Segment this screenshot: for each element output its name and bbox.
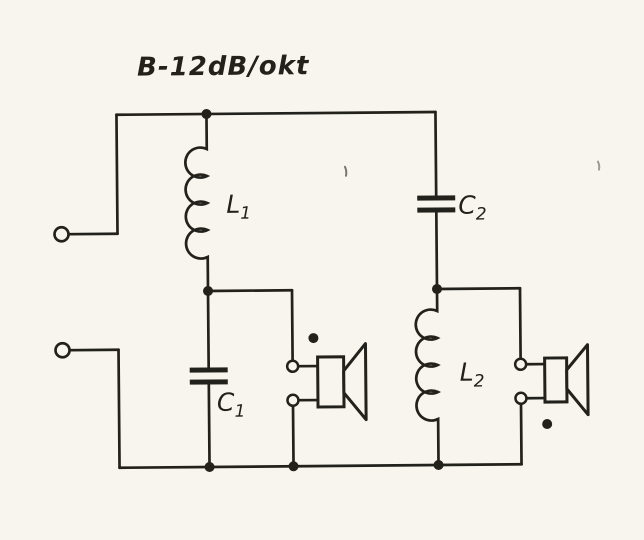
speaker-woofer xyxy=(285,333,368,422)
junction-dot xyxy=(203,285,214,296)
inductor-l2-coil xyxy=(414,287,442,467)
capacitor-c1: C1 xyxy=(189,367,246,422)
wire-woofer-branch-horizontal xyxy=(206,288,294,293)
diagram-title: B-12dB/okt xyxy=(137,51,310,83)
junction-dot xyxy=(431,283,442,294)
junction-dot xyxy=(204,461,215,472)
speaker-tweeter-terminal-bottom xyxy=(514,391,528,406)
polarity-dot-woofer xyxy=(308,333,319,344)
wire-left-vertical-top xyxy=(115,113,119,236)
wires xyxy=(67,110,547,470)
wire-c1-bottom-stub xyxy=(207,383,211,469)
capacitor-c1-label: C1 xyxy=(217,388,246,422)
capacitor-c2-label: C2 xyxy=(458,191,487,225)
inductor-l1-label: L1 xyxy=(226,190,251,224)
junction-dot xyxy=(433,459,444,470)
speaker-woofer-terminal-bottom xyxy=(286,393,300,408)
speaker-tweeter-cone xyxy=(565,343,590,417)
wire-tweeter-branch-horizontal xyxy=(435,286,522,291)
speaker-woofer-driver xyxy=(316,355,346,409)
inductor-l1-coil xyxy=(184,112,211,293)
wire-woofer-hot-drop xyxy=(290,288,294,363)
inductor-l2-label: L2 xyxy=(460,358,485,392)
wire-tweeter-hot-drop xyxy=(518,286,522,361)
speaker-woofer-cone xyxy=(342,342,368,422)
paper-specks xyxy=(343,160,601,177)
wire-bottom-rail xyxy=(118,462,523,470)
wire-top-rail xyxy=(115,110,437,117)
junction-dot xyxy=(201,109,212,120)
wire-left-vertical-bottom xyxy=(117,348,121,470)
junction-dots xyxy=(201,109,444,472)
inductor-l2: L2 xyxy=(414,287,485,467)
wire-c1-top-stub xyxy=(206,289,211,369)
paper-speck xyxy=(596,160,601,171)
wire-c2-bottom-stub xyxy=(434,211,439,291)
input-terminal-top xyxy=(53,225,70,243)
polarity-dot-tweeter xyxy=(542,419,553,430)
speaker-tweeter-terminal-top xyxy=(513,357,528,372)
input-terminals xyxy=(53,225,71,359)
wire-tweeter-ground-drop xyxy=(519,402,523,466)
wire-c2-top-stub xyxy=(434,110,438,197)
capacitor-c2: C2 xyxy=(417,191,487,225)
inductor-l1: L1 xyxy=(184,112,251,293)
input-terminal-bottom xyxy=(54,341,71,359)
junction-dot xyxy=(288,461,299,472)
speaker-tweeter-driver xyxy=(543,356,569,404)
speaker-woofer-terminal-top xyxy=(285,359,300,374)
wire-woofer-ground-drop xyxy=(291,404,295,468)
speaker-tweeter xyxy=(513,343,590,430)
paper-speck xyxy=(343,165,348,177)
